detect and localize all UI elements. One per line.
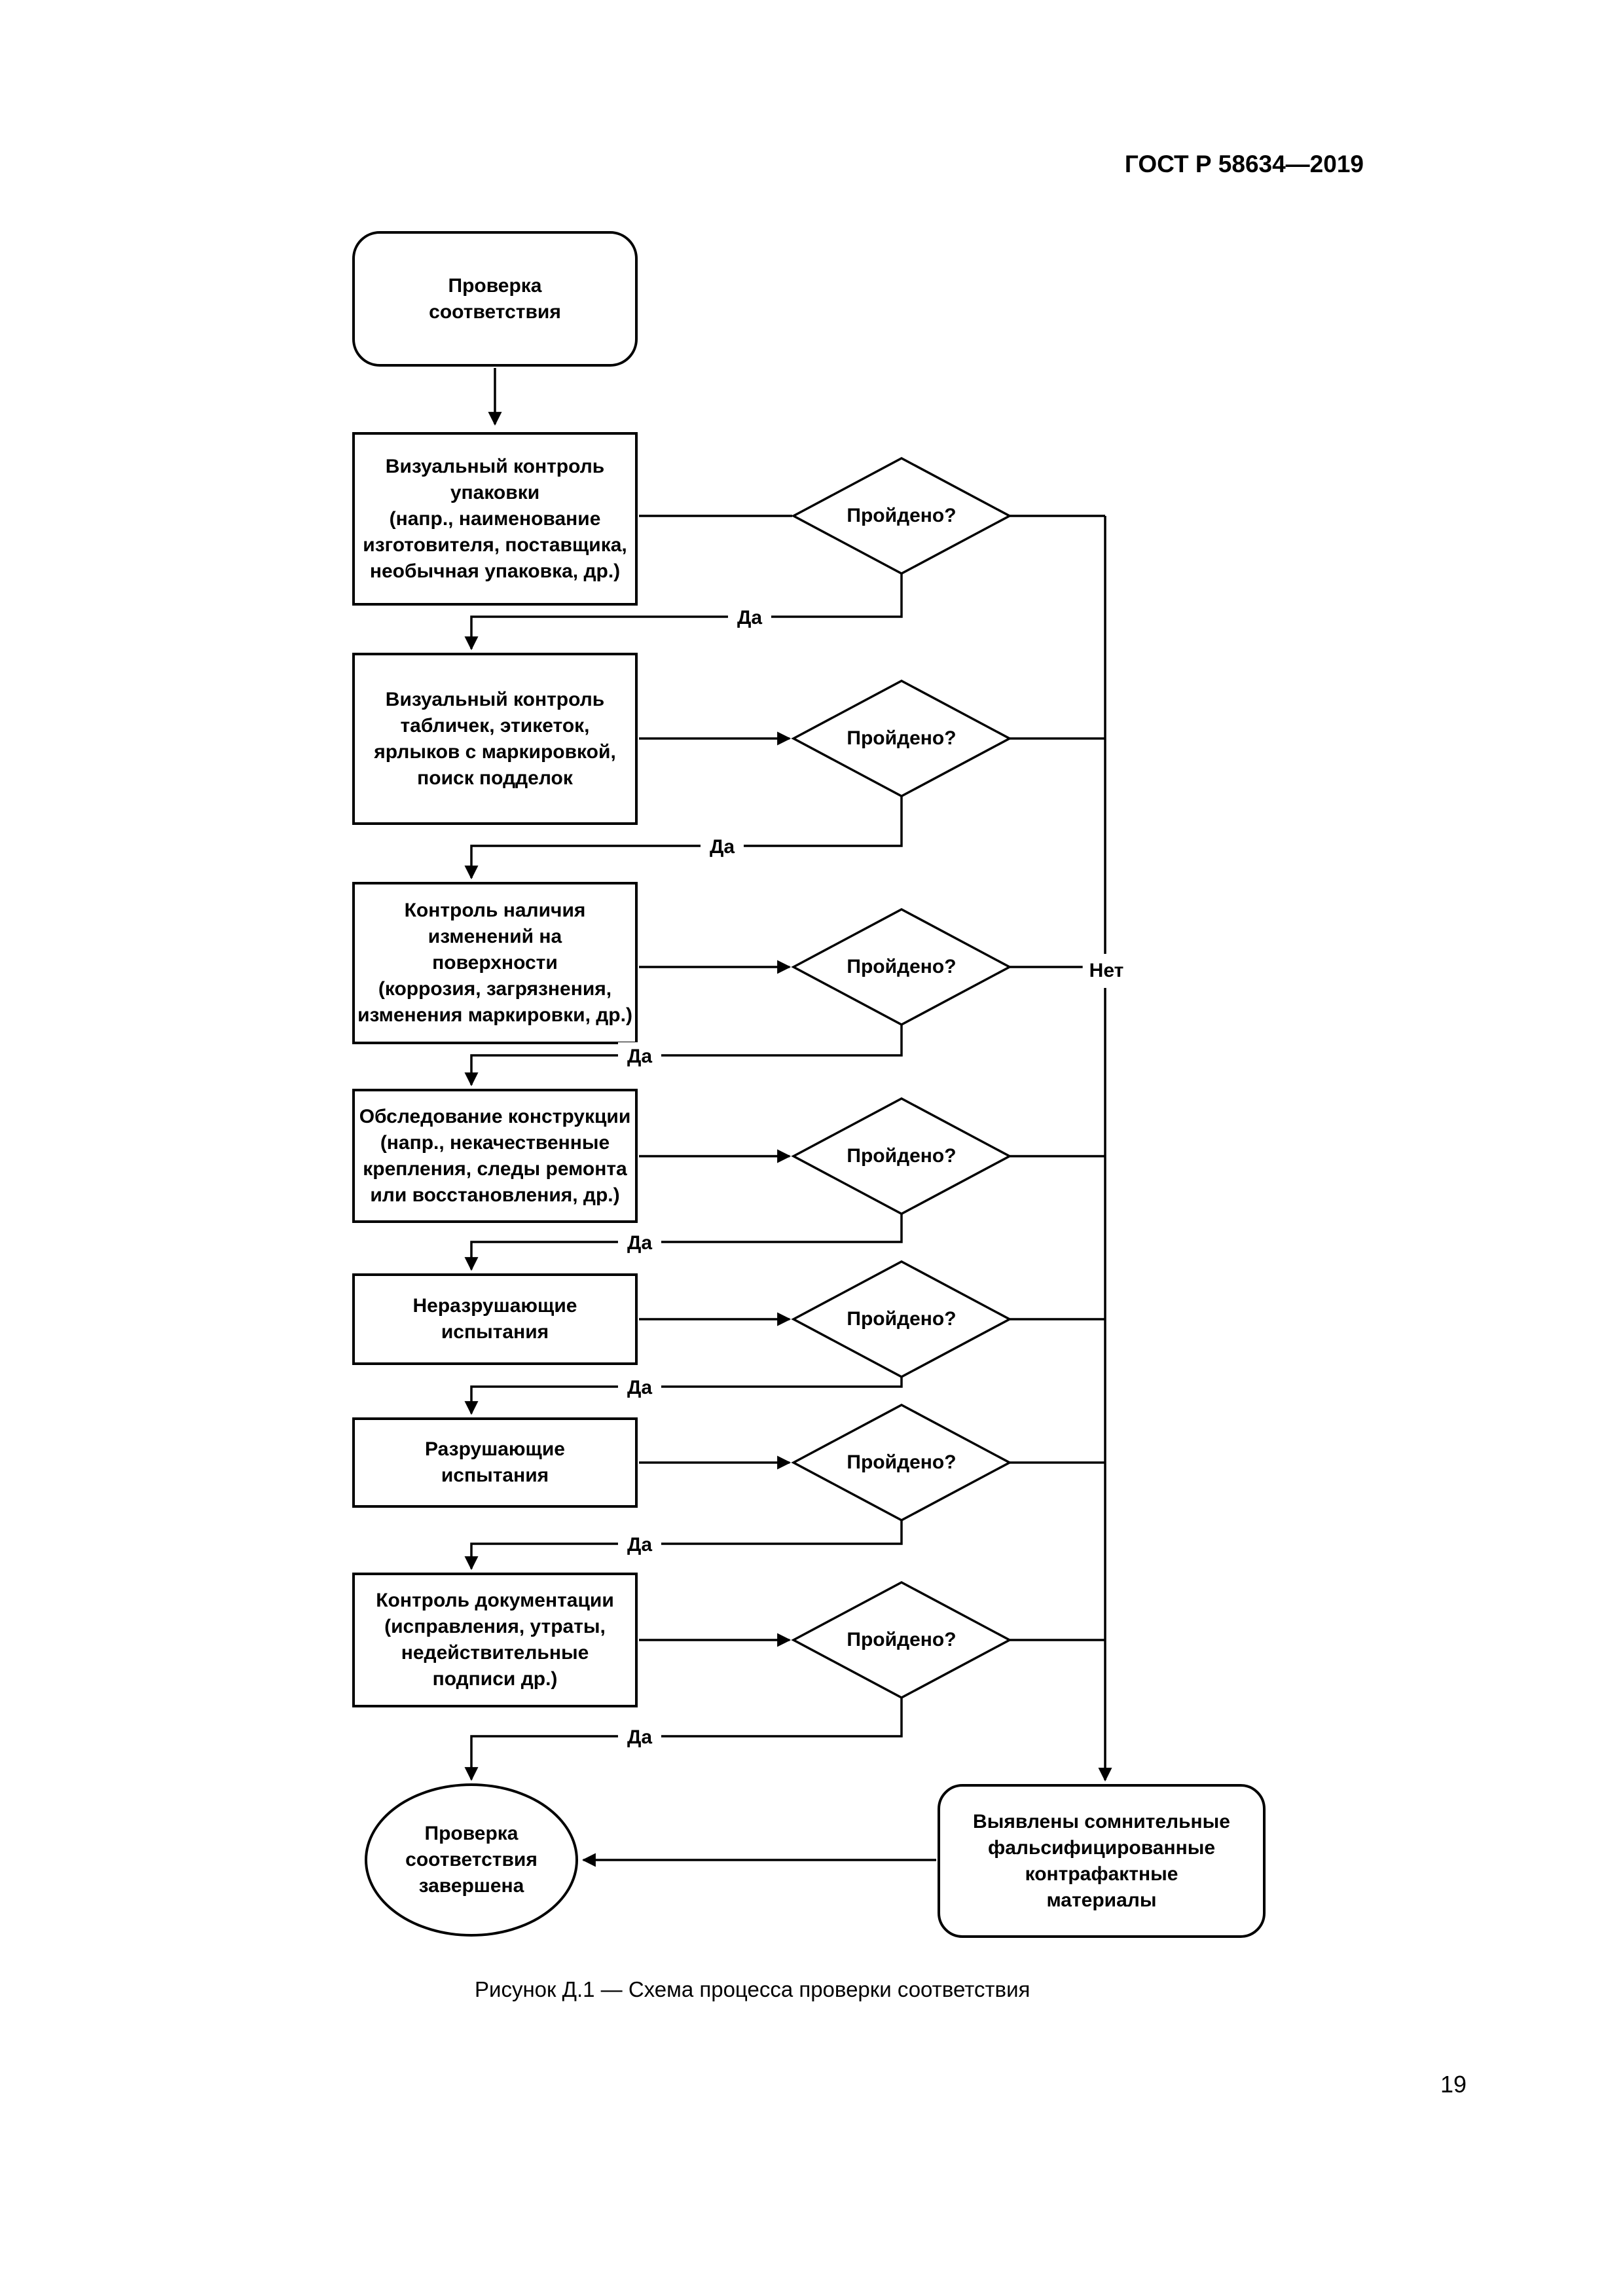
decision-label-1: Пройдено? xyxy=(847,505,957,526)
yes-label-1: Да xyxy=(727,604,772,632)
flow-step-box-6: Разрушающие испытания xyxy=(352,1417,638,1508)
page-number: 19 xyxy=(1440,2071,1467,2098)
flow-end-node: Проверка соответствия завершена xyxy=(365,1783,578,1937)
yes-label-5: Да xyxy=(617,1374,662,1402)
flow-step-box-7: Контроль документации (исправления, утра… xyxy=(352,1573,638,1707)
flow-step-label: Обследование конструкции (напр., некачес… xyxy=(359,1105,631,1206)
flow-step-label: Контроль наличия изменений на поверхност… xyxy=(357,900,632,1026)
flow-reject-label: Выявлены сомнительные фальсифицированные… xyxy=(973,1810,1230,1911)
flow-end-label: Проверка соответствия завершена xyxy=(405,1823,538,1897)
yes-label-4: Да xyxy=(617,1229,662,1258)
decision-label-2: Пройдено? xyxy=(847,727,957,749)
flow-reject-node: Выявлены сомнительные фальсифицированные… xyxy=(938,1784,1266,1938)
flow-start-node: Проверка соответствия xyxy=(352,231,638,367)
decision-label-6: Пройдено? xyxy=(847,1451,957,1473)
page-header: ГОСТ Р 58634—2019 xyxy=(1124,151,1364,177)
yes-label-3: Да xyxy=(617,1042,662,1071)
flow-step-box-1: Визуальный контроль упаковки (напр., наи… xyxy=(352,432,638,606)
yes-label-2: Да xyxy=(700,833,744,862)
flow-step-label: Визуальный контроль упаковки (напр., наи… xyxy=(363,455,627,582)
decision-label-5: Пройдено? xyxy=(847,1308,957,1330)
no-label: Нет xyxy=(1082,954,1131,988)
flow-step-box-4: Обследование конструкции (напр., некачес… xyxy=(352,1089,638,1223)
flow-step-box-5: Неразрушающие испытания xyxy=(352,1273,638,1365)
flow-step-label: Разрушающие испытания xyxy=(425,1438,565,1486)
flow-step-box-2: Визуальный контроль табличек, этикеток, … xyxy=(352,653,638,825)
flow-step-box-3: Контроль наличия изменений на поверхност… xyxy=(352,882,638,1044)
decision-label-3: Пройдено? xyxy=(847,956,957,977)
flow-step-label: Контроль документации (исправления, утра… xyxy=(376,1590,614,1690)
flow-start-label: Проверка соответствия xyxy=(429,274,561,323)
yes-label-7: Да xyxy=(617,1723,662,1752)
flow-step-label: Визуальный контроль табличек, этикеток, … xyxy=(374,688,616,789)
decision-label-4: Пройдено? xyxy=(847,1145,957,1167)
flow-step-label: Неразрушающие испытания xyxy=(412,1295,577,1343)
yes-label-6: Да xyxy=(617,1531,662,1559)
figure-caption: Рисунок Д.1 — Схема процесса проверки со… xyxy=(475,1977,1030,2001)
decision-label-7: Пройдено? xyxy=(847,1629,957,1650)
